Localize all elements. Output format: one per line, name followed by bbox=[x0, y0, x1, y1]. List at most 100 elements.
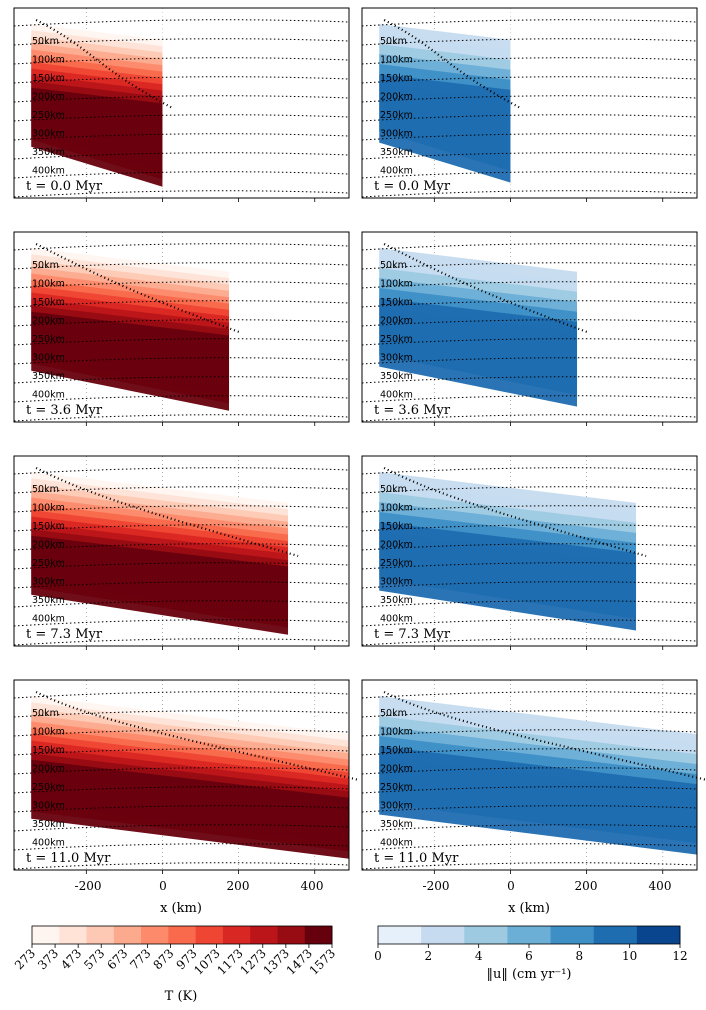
colorbar-tick-label: 0 bbox=[374, 949, 382, 963]
depth-label: 350km bbox=[32, 371, 65, 382]
mask bbox=[14, 8, 32, 198]
depth-contour bbox=[361, 486, 698, 494]
depth-contour bbox=[13, 281, 350, 289]
mask bbox=[362, 232, 380, 422]
colorbar-tick-label: 1073 bbox=[191, 946, 222, 977]
mask bbox=[14, 232, 32, 422]
depth-label: 50km bbox=[380, 260, 407, 271]
depth-contour bbox=[361, 691, 698, 699]
axes-frame bbox=[361, 231, 698, 423]
colorbar-swatch bbox=[636, 926, 681, 944]
depth-label: 250km bbox=[32, 558, 65, 569]
depth-contour bbox=[361, 76, 698, 84]
depth-contour bbox=[361, 729, 698, 737]
velocity-colorbar-label: ‖u‖ (cm yr⁻¹) bbox=[486, 967, 571, 982]
depth-contour bbox=[13, 505, 350, 513]
depth-label: 100km bbox=[380, 503, 413, 514]
depth-label: 200km bbox=[32, 764, 65, 775]
depth-contour bbox=[361, 581, 698, 589]
mask bbox=[362, 456, 380, 646]
depth-contour bbox=[361, 843, 698, 851]
depth-contour bbox=[361, 171, 698, 179]
slab-interface bbox=[383, 467, 647, 558]
depth-label: 400km bbox=[380, 838, 413, 849]
depth-contour bbox=[13, 600, 350, 608]
depth-contour bbox=[361, 748, 698, 756]
depth-label: 100km bbox=[32, 503, 65, 514]
depth-contour bbox=[13, 824, 350, 832]
axes-frame bbox=[13, 7, 350, 199]
depth-label: 400km bbox=[32, 614, 65, 625]
slab-interface bbox=[35, 467, 299, 558]
depth-contour bbox=[361, 114, 698, 122]
depth-label: 250km bbox=[32, 110, 65, 121]
depth-label: 150km bbox=[380, 745, 413, 756]
time-label: t = 7.3 Myr bbox=[374, 627, 451, 642]
colorbar-tick-label: 1573 bbox=[307, 946, 338, 977]
contour-band bbox=[379, 308, 578, 407]
time-label: t = 11.0 Myr bbox=[26, 851, 111, 866]
colorbar-tick-label: 12 bbox=[672, 949, 687, 963]
depth-label: 350km bbox=[380, 595, 413, 606]
panel: 50km100km150km200km250km300km350km400kmt… bbox=[13, 455, 350, 650]
depth-label: 100km bbox=[380, 55, 413, 66]
mask bbox=[288, 456, 349, 646]
depth-label: 300km bbox=[380, 353, 413, 364]
colorbar-tick-label: 8 bbox=[576, 949, 584, 963]
depth-contour bbox=[361, 767, 698, 775]
colorbar-swatch bbox=[195, 926, 224, 944]
depth-label: 250km bbox=[32, 334, 65, 345]
depth-label: 200km bbox=[380, 316, 413, 327]
colorbar-tick-label: 10 bbox=[622, 949, 637, 963]
colorbar-tick-label: 573 bbox=[81, 946, 107, 972]
colorbar-tick-label: 473 bbox=[58, 946, 84, 972]
depth-contour bbox=[13, 38, 350, 46]
colorbar-swatch bbox=[277, 926, 306, 944]
depth-contour bbox=[13, 243, 350, 251]
depth-label: 350km bbox=[380, 147, 413, 158]
colorbar-tick-label: 273 bbox=[12, 946, 38, 972]
panel: 50km100km150km200km250km300km350km400kmt… bbox=[361, 7, 698, 202]
depth-contour bbox=[361, 600, 698, 608]
depth-contour bbox=[13, 152, 350, 160]
depth-contour bbox=[361, 524, 698, 532]
contour-band bbox=[379, 84, 511, 183]
colorbar-swatch bbox=[593, 926, 638, 944]
depth-label: 200km bbox=[32, 92, 65, 103]
x-tick-label: -200 bbox=[423, 879, 450, 893]
depth-label: 50km bbox=[380, 708, 407, 719]
depth-label: 400km bbox=[380, 166, 413, 177]
depth-contour bbox=[13, 376, 350, 384]
colorbar-tick-label: 6 bbox=[525, 949, 533, 963]
depth-contour bbox=[361, 862, 698, 870]
time-label: t = 7.3 Myr bbox=[26, 627, 103, 642]
depth-contour bbox=[361, 710, 698, 718]
colorbar-swatch bbox=[222, 926, 251, 944]
depth-contour bbox=[361, 95, 698, 103]
depth-contour bbox=[13, 338, 350, 346]
colorbar-tick-label: 1473 bbox=[284, 946, 315, 977]
depth-contour bbox=[361, 619, 698, 627]
colorbar-tick-label: 873 bbox=[150, 946, 176, 972]
depth-contour bbox=[361, 467, 698, 475]
depth-label: 50km bbox=[380, 36, 407, 47]
depth-label: 400km bbox=[380, 614, 413, 625]
colorbar-frame bbox=[31, 925, 333, 945]
depth-contour bbox=[361, 300, 698, 308]
x-axis-label: x (km) bbox=[160, 901, 202, 916]
colorbar-swatch bbox=[378, 926, 422, 944]
depth-contour bbox=[13, 710, 350, 718]
depth-label: 150km bbox=[32, 521, 65, 532]
depth-label: 100km bbox=[32, 279, 65, 290]
depth-contour bbox=[361, 543, 698, 551]
depth-contour bbox=[13, 862, 350, 870]
time-label: t = 3.6 Myr bbox=[374, 403, 451, 418]
mask bbox=[14, 680, 32, 870]
x-ticks-right: -200 0 200 400 bbox=[423, 879, 672, 893]
depth-label: 300km bbox=[380, 129, 413, 140]
depth-contour bbox=[361, 243, 698, 251]
depth-contour bbox=[13, 467, 350, 475]
panel-grid: 50km 100km 150km 200km 250km 300km 350km 400km t… bbox=[13, 7, 706, 874]
panel: 50km100km150km200km250km300km350km400kmt… bbox=[13, 7, 350, 202]
depth-label: 350km bbox=[32, 147, 65, 158]
